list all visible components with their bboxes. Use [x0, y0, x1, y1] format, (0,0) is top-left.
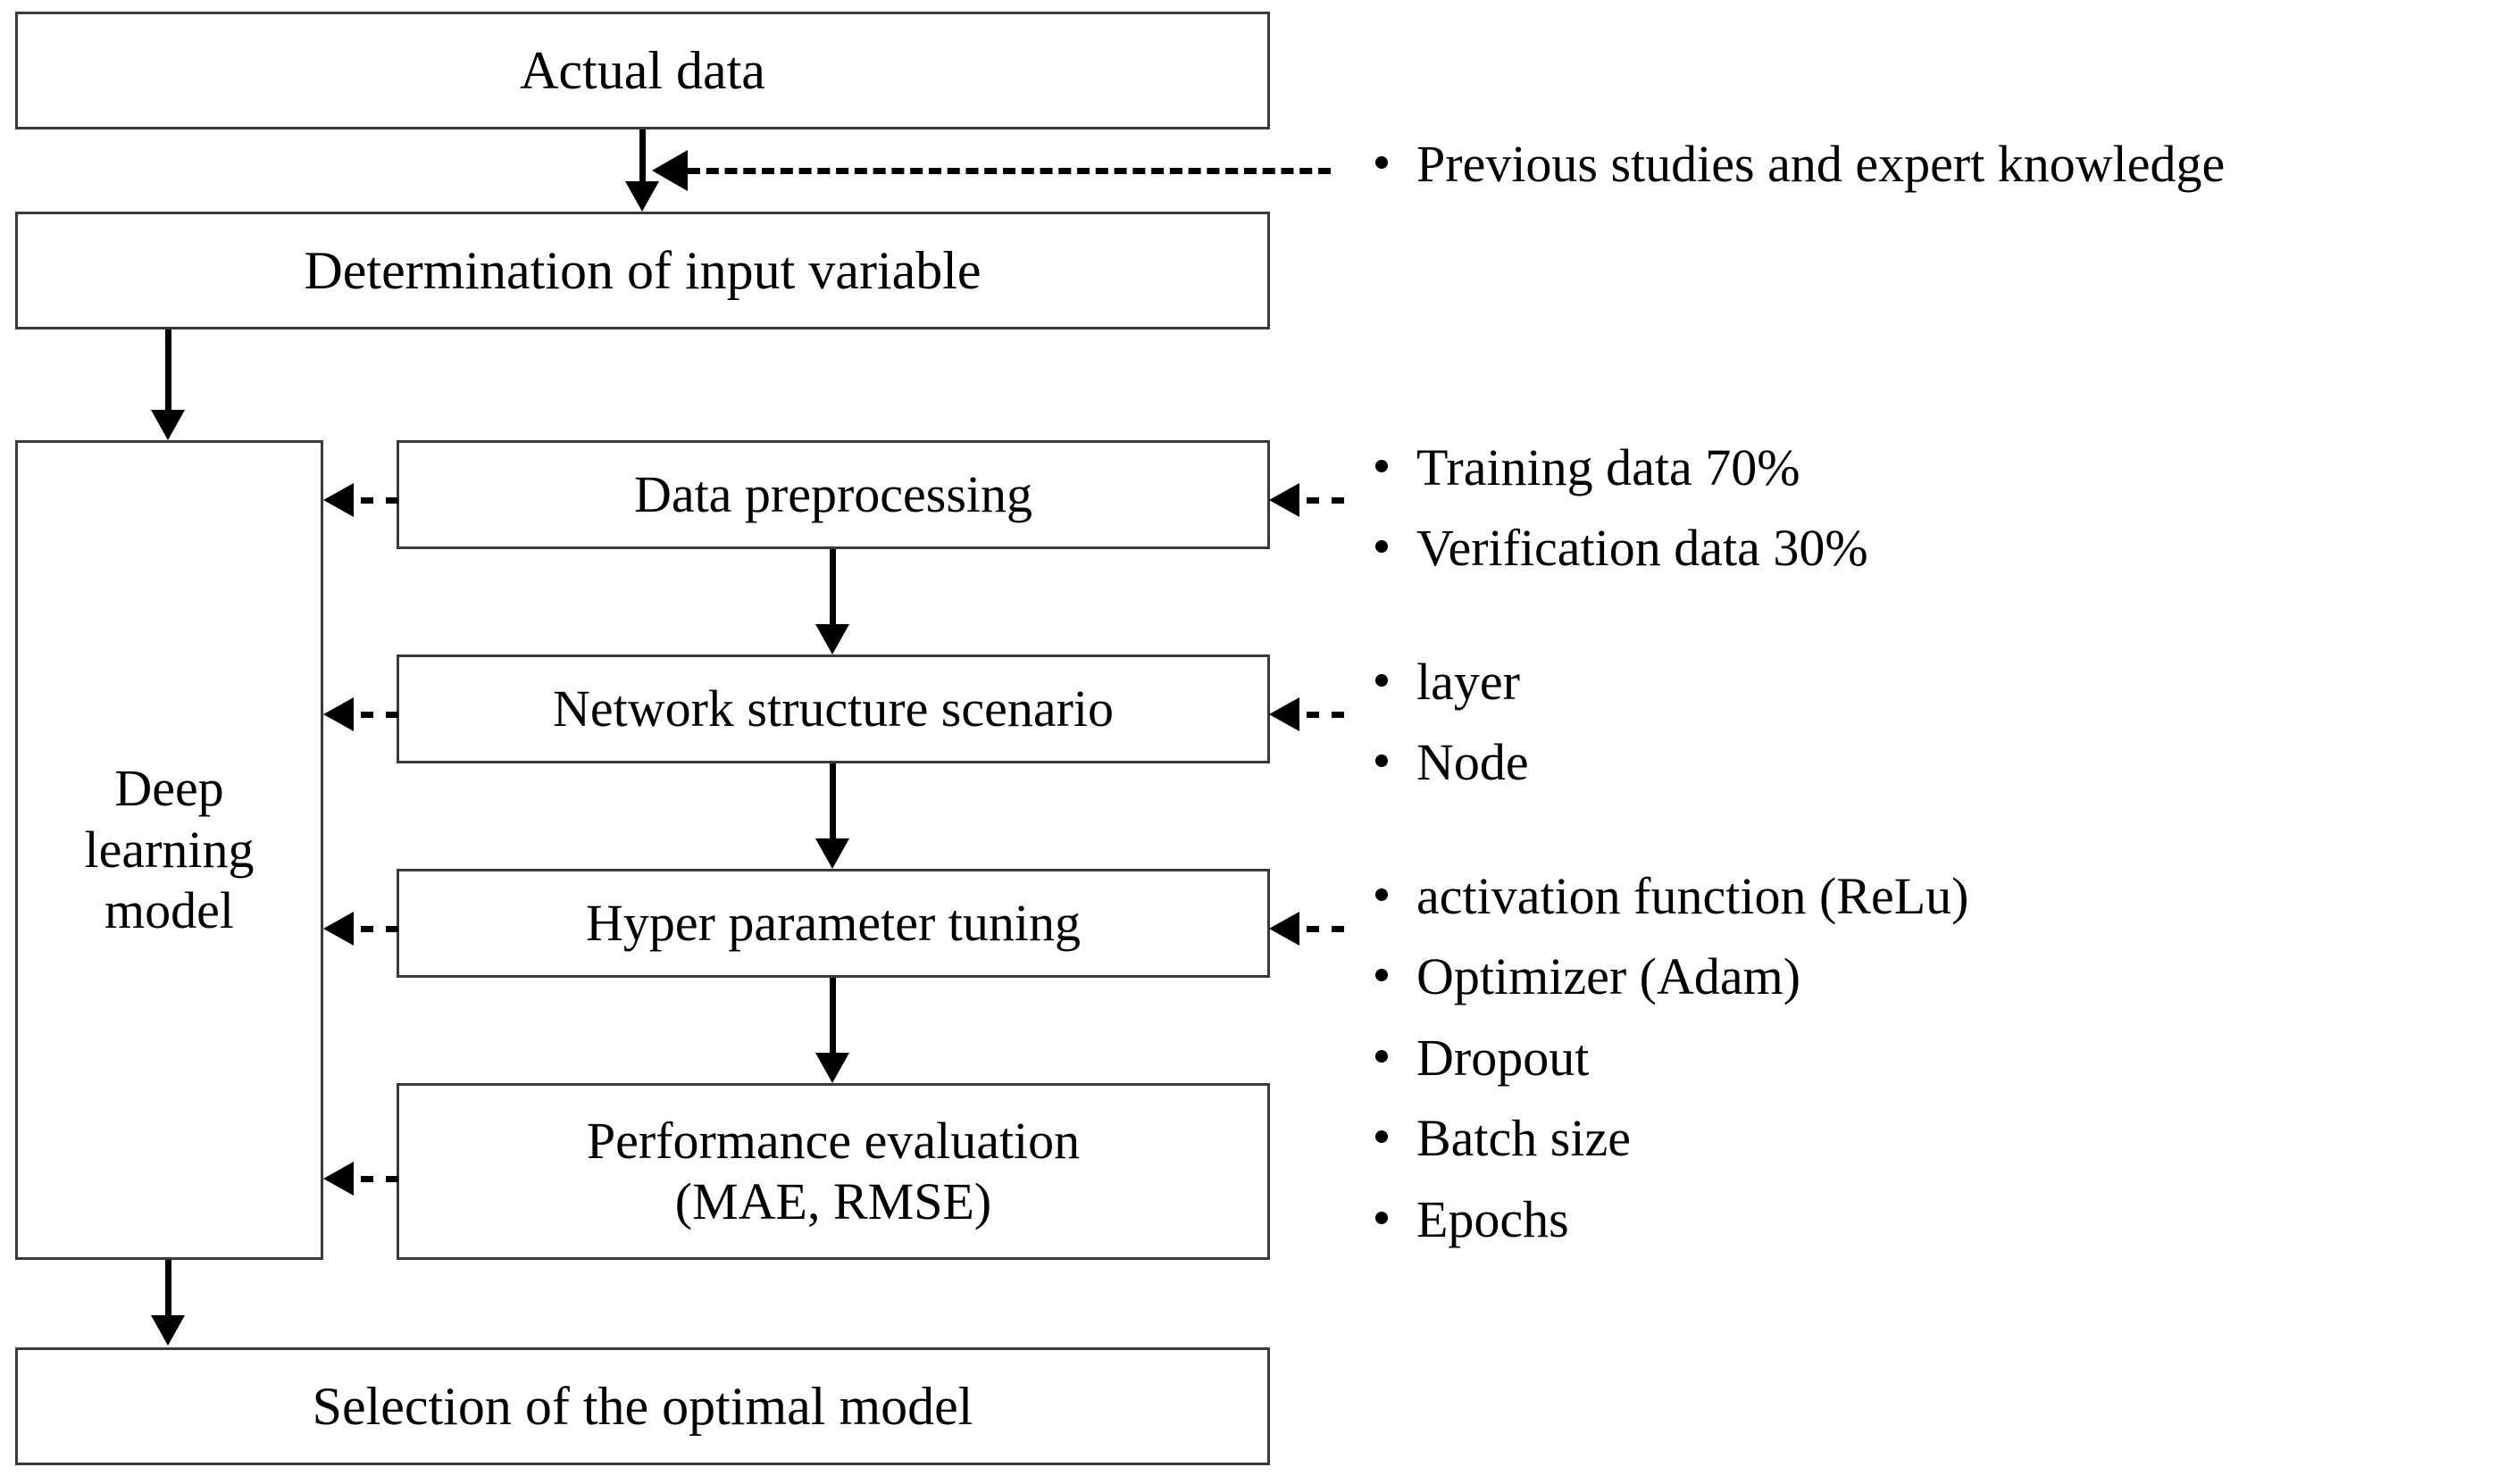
arrowhead-prior-knowledge — [652, 150, 688, 191]
annotation-item-label: Verification data 30% — [1416, 519, 1868, 578]
annotation-item: Verification data 30% — [1375, 518, 1868, 579]
node-actual-data-label: Actual data — [520, 40, 765, 100]
bullet-dot-icon — [1375, 1049, 1388, 1063]
annotation-network-structure: layer Node — [1375, 652, 1529, 794]
annotation-item: Epochs — [1375, 1189, 1968, 1250]
node-actual-data: Actual data — [15, 12, 1270, 129]
annotation-prior-knowledge: Previous studies and expert knowledge — [1375, 134, 2225, 195]
annotation-item-label: Optimizer (Adam) — [1416, 947, 1801, 1006]
bullet-dot-icon — [1375, 460, 1388, 472]
arrowhead-network-scenario-to-deep-model — [323, 697, 354, 731]
annotation-item: activation function (ReLu) — [1375, 866, 1968, 927]
connector-hyperparameters-to-tuning-dashed — [1307, 926, 1344, 932]
bullet-dot-icon — [1375, 674, 1388, 687]
node-network-structure-scenario: Network structure scenario — [397, 654, 1270, 763]
node-performance-evaluation-label: Performance evaluation (MAE, RMSE) — [586, 1111, 1081, 1230]
connector-preprocessing-to-deep-model-dashed — [361, 497, 398, 504]
node-data-preprocessing: Data preprocessing — [397, 440, 1270, 549]
arrowhead-optimal-model — [151, 1315, 185, 1346]
annotation-hyperparameters: activation function (ReLu) Optimizer (Ad… — [1375, 866, 1968, 1250]
arrowhead-network-structure-to-scenario — [1269, 697, 1299, 731]
bullet-dot-icon — [1375, 156, 1388, 169]
node-hyper-parameter-tuning: Hyper parameter tuning — [397, 869, 1270, 978]
arrowhead-preprocessing-to-deep-model — [323, 483, 354, 517]
bullet-dot-icon — [1375, 888, 1388, 901]
connector-actual-data-to-input-variable — [639, 129, 646, 192]
arrowhead-performance-eval — [815, 1053, 849, 1083]
annotation-item: Previous studies and expert knowledge — [1375, 134, 2225, 195]
annotation-item: Training data 70% — [1375, 438, 1868, 498]
annotation-item-label: Epochs — [1416, 1189, 1569, 1248]
annotation-item-label: Batch size — [1416, 1109, 1631, 1168]
node-determination-of-input-variable-label: Determination of input variable — [304, 240, 982, 300]
arrowhead-network-scenario — [815, 624, 849, 654]
annotation-item-label: layer — [1416, 653, 1520, 711]
connector-data-split-to-preprocessing-dashed — [1307, 497, 1344, 504]
node-determination-of-input-variable: Determination of input variable — [15, 212, 1270, 329]
annotation-item-label: activation function (ReLu) — [1416, 867, 1969, 925]
connector-prior-knowledge-dashed — [688, 168, 1331, 174]
arrowhead-data-split-to-preprocessing — [1269, 483, 1299, 517]
arrowhead-hyperparameters-to-tuning — [1269, 912, 1299, 946]
connector-network-scenario-to-deep-model-dashed — [361, 712, 398, 718]
annotation-item: layer — [1375, 652, 1529, 713]
bullet-dot-icon — [1375, 1211, 1388, 1224]
connector-hyper-tuning-to-performance-eval — [830, 978, 836, 1060]
annotation-item: Batch size — [1375, 1108, 1968, 1169]
annotation-item: Dropout — [1375, 1028, 1968, 1088]
arrowhead-hyper-tuning-to-deep-model — [323, 912, 354, 946]
annotation-data-split: Training data 70% Verification data 30% — [1375, 438, 1868, 579]
annotation-item-label: Previous studies and expert knowledge — [1416, 135, 2226, 193]
annotation-item-label: Training data 70% — [1416, 438, 1800, 496]
connector-network-scenario-to-hyper-tuning — [830, 763, 836, 846]
annotation-item-label: Node — [1416, 733, 1529, 792]
bullet-dot-icon — [1375, 540, 1388, 554]
node-hyper-parameter-tuning-label: Hyper parameter tuning — [585, 893, 1081, 952]
node-selection-of-optimal-model: Selection of the optimal model — [15, 1347, 1270, 1465]
connector-input-variable-to-deep-model — [165, 329, 171, 417]
bullet-dot-icon — [1375, 1130, 1388, 1144]
annotation-item: Optimizer (Adam) — [1375, 946, 1968, 1007]
connector-hyper-tuning-to-deep-model-dashed — [361, 926, 398, 932]
connector-deep-model-to-optimal-model — [165, 1260, 171, 1322]
annotation-item-label: Dropout — [1416, 1028, 1590, 1087]
node-performance-evaluation: Performance evaluation (MAE, RMSE) — [397, 1083, 1270, 1260]
connector-preprocessing-to-network-scenario — [830, 549, 836, 631]
bullet-dot-icon — [1375, 969, 1388, 982]
arrowhead-deep-model — [151, 410, 185, 440]
node-network-structure-scenario-label: Network structure scenario — [552, 679, 1115, 738]
node-deep-learning-model-label: Deep learning model — [84, 759, 255, 940]
connector-performance-eval-to-deep-model-dashed — [361, 1176, 398, 1182]
connector-network-structure-to-scenario-dashed — [1307, 712, 1344, 718]
arrowhead-performance-eval-to-deep-model — [323, 1162, 354, 1196]
bullet-dot-icon — [1375, 755, 1388, 768]
arrowhead-hyper-tuning — [815, 838, 849, 869]
node-selection-of-optimal-model-label: Selection of the optimal model — [312, 1376, 973, 1436]
node-deep-learning-model: Deep learning model — [15, 440, 323, 1260]
annotation-item: Node — [1375, 732, 1529, 793]
node-data-preprocessing-label: Data preprocessing — [633, 464, 1033, 523]
